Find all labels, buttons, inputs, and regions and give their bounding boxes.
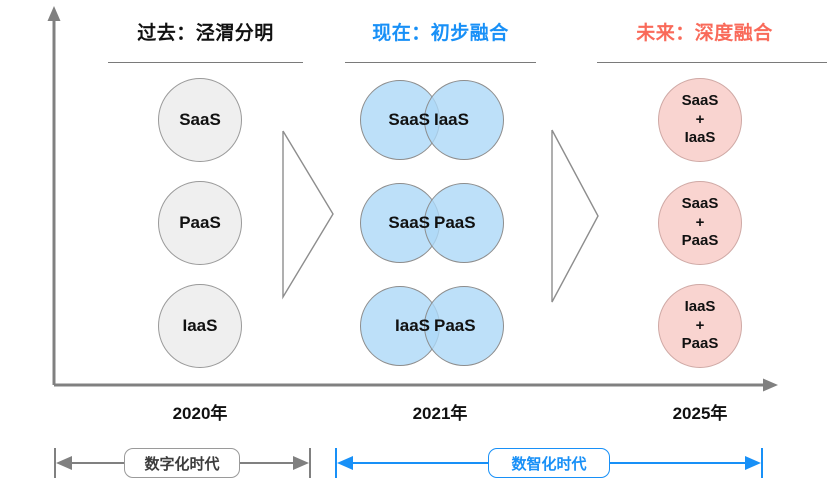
present-venn-iaas-paas: IaaS PaaS (360, 286, 504, 366)
era-gray-arrowhead-right (293, 456, 309, 470)
venn-lobe-right (424, 286, 504, 366)
future-node-plus: + (695, 213, 705, 231)
past-node-iaas-label: IaaS (182, 316, 218, 336)
future-node-saas-iaas: SaaS + IaaS (658, 78, 742, 162)
column-rule-future (597, 62, 827, 63)
era-blue-arrowhead-left (337, 456, 353, 470)
future-node-line1: IaaS (684, 297, 716, 315)
transition-arrow-past-to-present (282, 130, 334, 300)
era-pill-digital: 数字化时代 (124, 448, 240, 478)
future-node-plus: + (695, 316, 705, 334)
future-node-plus: + (695, 110, 705, 128)
venn-label-right: PaaS (434, 213, 476, 232)
column-header-future: 未来：深度融合 (636, 23, 773, 44)
past-node-saas-label: SaaS (179, 110, 221, 130)
venn-label-right: IaaS (434, 110, 469, 129)
vertical-axis-arrowhead (47, 6, 61, 21)
year-label-2020: 2020年 (172, 404, 228, 423)
venn-lobe-right (424, 80, 504, 160)
present-venn-saas-iaas: SaaS IaaS (360, 80, 504, 160)
column-rule-past (108, 62, 303, 63)
present-venn-saas-paas: SaaS PaaS (360, 183, 504, 263)
venn-label-left: SaaS (388, 213, 430, 232)
future-node-line1: SaaS (681, 194, 719, 212)
era-pill-intelligent-label: 数智化时代 (511, 455, 587, 473)
column-header-past: 过去：泾渭分明 (137, 23, 274, 44)
era-gray-arrowhead-left (56, 456, 72, 470)
year-label-2025: 2025年 (672, 404, 728, 423)
venn-label-left: SaaS (388, 110, 430, 129)
future-node-iaas-paas: IaaS + PaaS (658, 284, 742, 368)
horizontal-axis-arrowhead (763, 378, 778, 392)
venn-label-left: IaaS (395, 316, 430, 335)
future-node-line3: IaaS (684, 129, 716, 147)
venn-label-right: PaaS (434, 316, 476, 335)
year-label-2021: 2021年 (412, 404, 468, 423)
future-node-saas-paas: SaaS + PaaS (658, 181, 742, 265)
era-blue-arrowhead-right (745, 456, 761, 470)
future-node-line1: SaaS (681, 91, 719, 109)
venn-lobe-right (424, 183, 504, 263)
past-node-saas: SaaS (158, 78, 242, 162)
column-rule-present (345, 62, 536, 63)
future-node-line3: PaaS (681, 232, 719, 250)
era-pill-intelligent: 数智化时代 (488, 448, 610, 478)
past-node-paas-label: PaaS (179, 213, 221, 233)
past-node-iaas: IaaS (158, 284, 242, 368)
past-node-paas: PaaS (158, 181, 242, 265)
transition-arrow-present-to-future (551, 129, 599, 303)
era-pill-digital-label: 数字化时代 (144, 455, 220, 473)
column-header-present: 现在：初步融合 (372, 23, 509, 44)
future-node-line3: PaaS (681, 335, 719, 353)
